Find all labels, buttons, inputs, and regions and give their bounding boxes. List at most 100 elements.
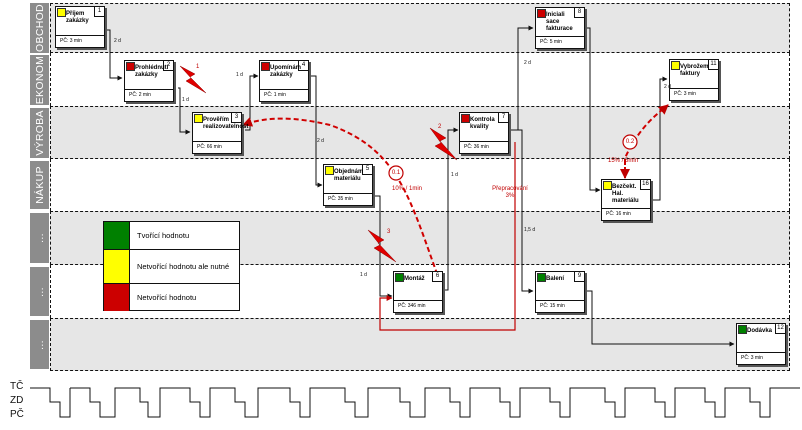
lane-label: ... bbox=[30, 267, 49, 316]
process-box-11[interactable]: 11 Vybrožem faktury PČ: 3 min bbox=[669, 59, 719, 101]
lane-label: ... bbox=[30, 213, 49, 263]
edge-label: 1 d bbox=[182, 97, 189, 103]
legend-row: Netvořící hodnotu ale nutné bbox=[104, 250, 239, 284]
box-name: Prověřím realizovatelnost bbox=[203, 117, 249, 130]
process-box-5[interactable]: 5 Objednám materiálu PČ: 35 min bbox=[323, 164, 373, 206]
box-pc: PČ: 1 min bbox=[260, 89, 308, 101]
box-number: 8 bbox=[574, 8, 584, 18]
flow-1-2 bbox=[105, 29, 123, 81]
value-indicator bbox=[57, 8, 66, 17]
box-pc: PČ: 16 min bbox=[602, 208, 650, 220]
value-indicator bbox=[261, 62, 270, 71]
edge-label: 1 d bbox=[451, 172, 458, 178]
legend-text: Tvořící hodnotu bbox=[137, 230, 190, 240]
box-pc: PČ: 66 min bbox=[193, 141, 241, 153]
box-name: Příjem zakázky bbox=[66, 11, 89, 24]
box-pc: PČ: 3 min bbox=[56, 35, 104, 47]
lane-vyroba bbox=[50, 106, 790, 159]
badge-circle-02 bbox=[622, 134, 638, 150]
process-box-2[interactable]: 2 Prohlédnutí zakázky PČ: 2 min bbox=[124, 60, 174, 102]
flow-16-11 bbox=[652, 76, 668, 201]
flow-9-12 bbox=[587, 290, 735, 347]
box-name: Dodávka bbox=[747, 328, 773, 334]
badge-circle-01 bbox=[388, 165, 404, 181]
flow-5-6 bbox=[374, 195, 393, 299]
box-name: Bezčekt. Hal. materiálu bbox=[612, 184, 639, 204]
box-name: Upomínám zakázky bbox=[270, 65, 302, 78]
process-box-8[interactable]: 8 Iniciali sace fakturace PČ: 5 min bbox=[535, 7, 585, 49]
flow-6-7 bbox=[444, 127, 459, 291]
process-box-3[interactable]: 3 Prověřím realizovatelnost PČ: 66 min bbox=[192, 112, 249, 154]
process-box-16[interactable]: 16 Bezčekt. Hal. materiálu PČ: 16 min bbox=[601, 179, 651, 221]
value-indicator bbox=[537, 9, 546, 18]
edge-label: 1 d bbox=[236, 72, 243, 78]
legend: Tvořící hodnotu Netvořící hodnotu ale nu… bbox=[103, 221, 240, 311]
feedback-arrow-1 bbox=[242, 117, 441, 283]
edge-label: 2 d bbox=[664, 84, 671, 90]
kaizen-burst-3 bbox=[367, 229, 397, 263]
box-name: Montáž bbox=[404, 276, 425, 282]
value-indicator bbox=[671, 61, 680, 70]
lane-label: VÝROBA bbox=[30, 108, 49, 158]
box-pc: PČ: 15 min bbox=[536, 300, 584, 312]
kaizen-burst-1 bbox=[179, 65, 207, 94]
edge-label: 2 d bbox=[524, 60, 531, 66]
legend-row: Netvořící hodnotu bbox=[104, 284, 239, 311]
legend-row: Tvořící hodnotu bbox=[104, 222, 239, 250]
kaizen-burst-2 bbox=[429, 127, 458, 161]
value-indicator bbox=[395, 273, 404, 282]
value-indicator bbox=[738, 325, 747, 334]
box-number: 11 bbox=[708, 60, 718, 70]
box-name: Prohlédnutí zakázky bbox=[135, 65, 169, 78]
value-indicator bbox=[126, 62, 135, 71]
box-pc: PČ: 346 min bbox=[394, 300, 442, 312]
process-box-6[interactable]: 6 Montáž PČ: 346 min bbox=[393, 271, 443, 313]
rework-note: Přepracování 3% bbox=[492, 186, 528, 199]
box-number: 5 bbox=[362, 165, 372, 175]
box-pc: PČ: 35 min bbox=[324, 193, 372, 205]
box-number: 6 bbox=[432, 272, 442, 282]
kaizen-number: 3 bbox=[387, 229, 391, 235]
box-name: Kontrola kvality bbox=[470, 117, 495, 130]
box-name: Iniciali sace fakturace bbox=[546, 12, 573, 32]
badge-text: 0.2 bbox=[625, 139, 635, 145]
box-number: 12 bbox=[775, 324, 785, 334]
box-pc: PČ: 36 min bbox=[460, 141, 508, 153]
kaizen-number: 1 bbox=[196, 64, 200, 70]
process-box-4[interactable]: 4 Upomínám zakázky PČ: 1 min bbox=[259, 60, 309, 102]
legend-swatch bbox=[104, 284, 130, 311]
process-box-7[interactable]: 7 Kontrola kvality PČ: 36 min bbox=[459, 112, 509, 154]
lane-label: OBCHOD bbox=[30, 3, 49, 53]
box-pc: PČ: 3 min bbox=[670, 88, 718, 100]
timeline-label-pc: PČ bbox=[10, 409, 24, 420]
value-indicator bbox=[603, 181, 612, 190]
legend-swatch bbox=[104, 222, 130, 249]
lane-label: NÁKUP bbox=[30, 161, 49, 209]
legend-text: Netvořící hodnotu bbox=[137, 292, 197, 302]
legend-swatch bbox=[104, 250, 130, 283]
process-box-12[interactable]: 12 Dodávka PČ: 3 min bbox=[736, 323, 786, 365]
flow-2-3 bbox=[178, 87, 191, 135]
box-name: Vybrožem faktury bbox=[680, 64, 709, 77]
lane-nakup bbox=[50, 159, 790, 211]
note-text: 10% / 1min bbox=[392, 186, 423, 192]
value-indicator bbox=[194, 114, 203, 123]
lane-label: EKONOM bbox=[30, 55, 49, 105]
kaizen-number: 2 bbox=[438, 124, 442, 130]
value-indicator bbox=[461, 114, 470, 123]
value-indicator bbox=[325, 166, 334, 175]
edge-label: 1,5 d bbox=[524, 227, 536, 233]
box-number: 7 bbox=[498, 113, 508, 123]
box-number: 16 bbox=[640, 180, 650, 190]
process-box-1[interactable]: 1 Příjem zakázky PČ: 3 min bbox=[55, 6, 105, 48]
box-pc: PČ: 5 min bbox=[536, 36, 584, 48]
process-box-9[interactable]: 9 Balení PČ: 15 min bbox=[535, 271, 585, 313]
box-name: Balení bbox=[546, 276, 565, 282]
rework-loop bbox=[379, 142, 516, 331]
badge-text: 0.1 bbox=[391, 170, 401, 176]
box-name: Objednám materiálu bbox=[334, 169, 364, 182]
box-pc: PČ: 2 min bbox=[125, 89, 173, 101]
flow-4-5 bbox=[310, 75, 323, 188]
